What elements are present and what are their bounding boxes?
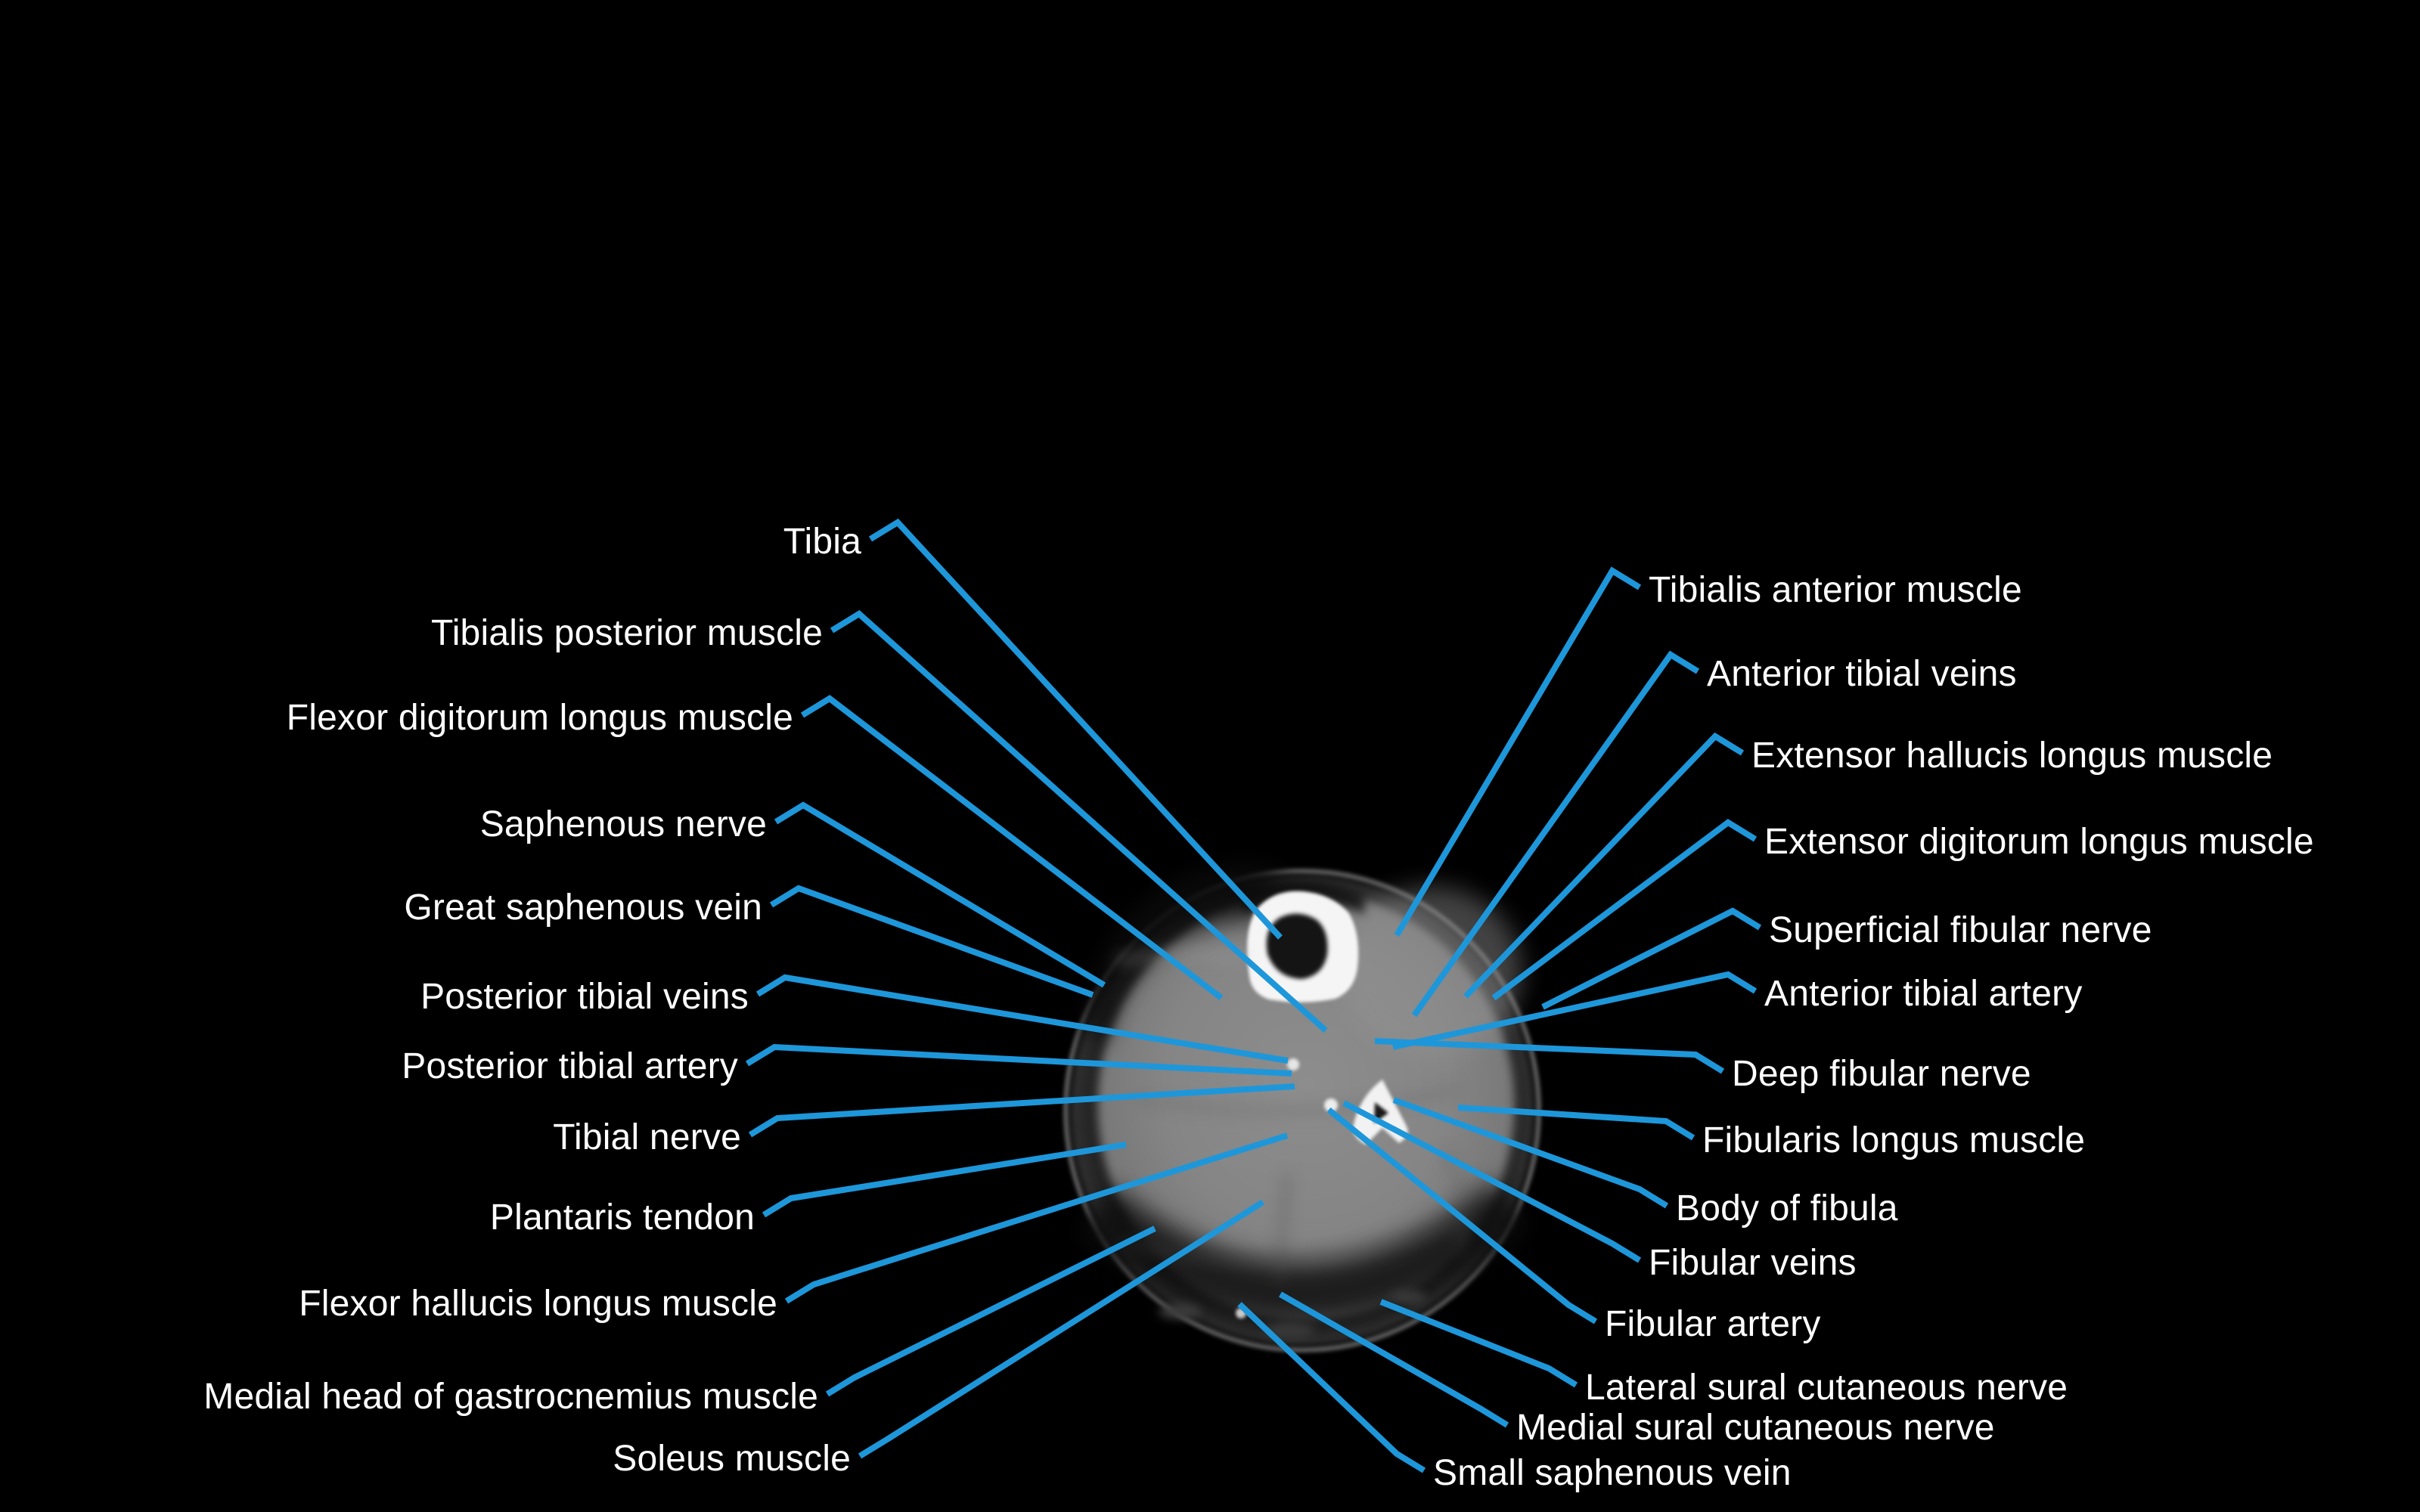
leader-line-fibular-veins: [1342, 1100, 1642, 1263]
leader-line-medial-head-of-gastrocnemius-muscle: [825, 1225, 1156, 1397]
leader-line-tibialis-anterior-muscle: [1394, 566, 1642, 937]
leader-line-tibialis-posterior-muscle: [830, 610, 1328, 1033]
label-extensor-hallucis-longus-muscle: Extensor hallucis longus muscle: [1751, 736, 2273, 776]
posterior-tibial-vessel-dot: [1287, 1058, 1299, 1070]
leader-line-flexor-digitorum-longus-muscle: [800, 695, 1224, 1001]
leader-line-extensor-hallucis-longus-muscle: [1463, 732, 1745, 999]
label-saphenous-nerve: Saphenous nerve: [479, 804, 767, 844]
fat-mottle: [1159, 1304, 1201, 1319]
leader-line-deep-fibular-nerve: [1374, 1038, 1725, 1074]
leader-line-saphenous-nerve: [774, 801, 1106, 988]
leader-line-medial-sural-cutaneous-nerve: [1279, 1291, 1509, 1428]
label-deep-fibular-nerve: Deep fibular nerve: [1732, 1054, 2031, 1094]
leader-line-plantaris-tendon: [762, 1142, 1127, 1218]
label-anterior-tibial-veins: Anterior tibial veins: [1707, 654, 2017, 694]
leader-lines: [745, 518, 1762, 1473]
leader-line-posterior-tibial-veins: [755, 974, 1289, 1064]
leader-line-anterior-tibial-artery: [1392, 971, 1758, 1050]
label-fibular-artery: Fibular artery: [1605, 1304, 1821, 1344]
leader-line-soleus-muscle: [858, 1199, 1265, 1459]
leader-line-lateral-sural-cutaneous-nerve: [1379, 1299, 1578, 1388]
label-tibialis-anterior-muscle: Tibialis anterior muscle: [1649, 570, 2022, 610]
label-fibularis-longus-muscle: Fibularis longus muscle: [1702, 1120, 2086, 1160]
deep-fascia-line: [1135, 1086, 1462, 1114]
label-soleus-muscle: Soleus muscle: [613, 1439, 851, 1479]
label-medial-sural-cutaneous-nerve: Medial sural cutaneous nerve: [1516, 1408, 1995, 1448]
leader-line-great-saphenous-vein: [769, 885, 1094, 998]
muscle-mass: [1097, 891, 1515, 1319]
label-body-of-fibula: Body of fibula: [1676, 1188, 1898, 1228]
label-fibular-veins: Fibular veins: [1649, 1243, 1857, 1283]
leader-line-tibial-nerve: [748, 1083, 1295, 1138]
label-superficial-fibular-nerve: Superficial fibular nerve: [1769, 910, 2152, 950]
fat-mottle: [1264, 1322, 1315, 1339]
label-anterior-tibial-artery: Anterior tibial artery: [1764, 974, 2083, 1014]
soleus-gastroc-fissure: [1122, 1216, 1467, 1263]
label-small-saphenous-vein: Small saphenous vein: [1433, 1453, 1792, 1493]
leader-line-small-saphenous-vein: [1237, 1302, 1426, 1473]
leader-line-extensor-digitorum-longus-muscle: [1491, 819, 1758, 1001]
label-great-saphenous-vein: Great saphenous vein: [404, 888, 762, 928]
leader-line-anterior-tibial-veins: [1411, 650, 1700, 1018]
leader-line-body-of-fibula: [1392, 1097, 1669, 1209]
label-posterior-tibial-artery: Posterior tibial artery: [402, 1046, 738, 1086]
muscle-streak: [1115, 951, 1245, 964]
tibia-marrow: [1266, 913, 1328, 979]
label-posterior-tibial-veins: Posterior tibial veins: [420, 977, 749, 1017]
leader-line-superficial-fibular-nerve: [1541, 907, 1762, 1010]
label-flexor-hallucis-longus-muscle: Flexor hallucis longus muscle: [299, 1284, 777, 1324]
leader-line-fibular-artery: [1326, 1107, 1598, 1325]
label-plantaris-tendon: Plantaris tendon: [489, 1198, 755, 1238]
fat-mottle: [1390, 1290, 1426, 1304]
anteromedial-fat-wedge: [1081, 861, 1286, 1043]
label-tibia: Tibia: [783, 522, 861, 562]
posterior-raphe: [1275, 1173, 1290, 1286]
label-lateral-sural-cutaneous-nerve: Lateral sural cutaneous nerve: [1585, 1368, 2068, 1408]
label-flexor-digitorum-longus-muscle: Flexor digitorum longus muscle: [286, 698, 793, 738]
anterior-compartment-shade: [1340, 887, 1522, 1056]
label-tibialis-posterior-muscle: Tibialis posterior muscle: [430, 613, 823, 653]
leader-line-fibularis-longus-muscle: [1457, 1105, 1696, 1141]
label-medial-head-of-gastrocnemius-muscle: Medial head of gastrocnemius muscle: [203, 1377, 818, 1417]
fibular-vessel-dot: [1324, 1098, 1338, 1112]
label-extensor-digitorum-longus-muscle: Extensor digitorum longus muscle: [1764, 822, 2314, 862]
leader-line-posterior-tibial-artery: [745, 1043, 1292, 1077]
leader-line-tibia: [868, 518, 1283, 940]
muscle-streak: [1179, 1146, 1286, 1162]
leader-line-flexor-hallucis-longus-muscle: [784, 1132, 1289, 1304]
label-tibial-nerve: Tibial nerve: [553, 1117, 741, 1157]
